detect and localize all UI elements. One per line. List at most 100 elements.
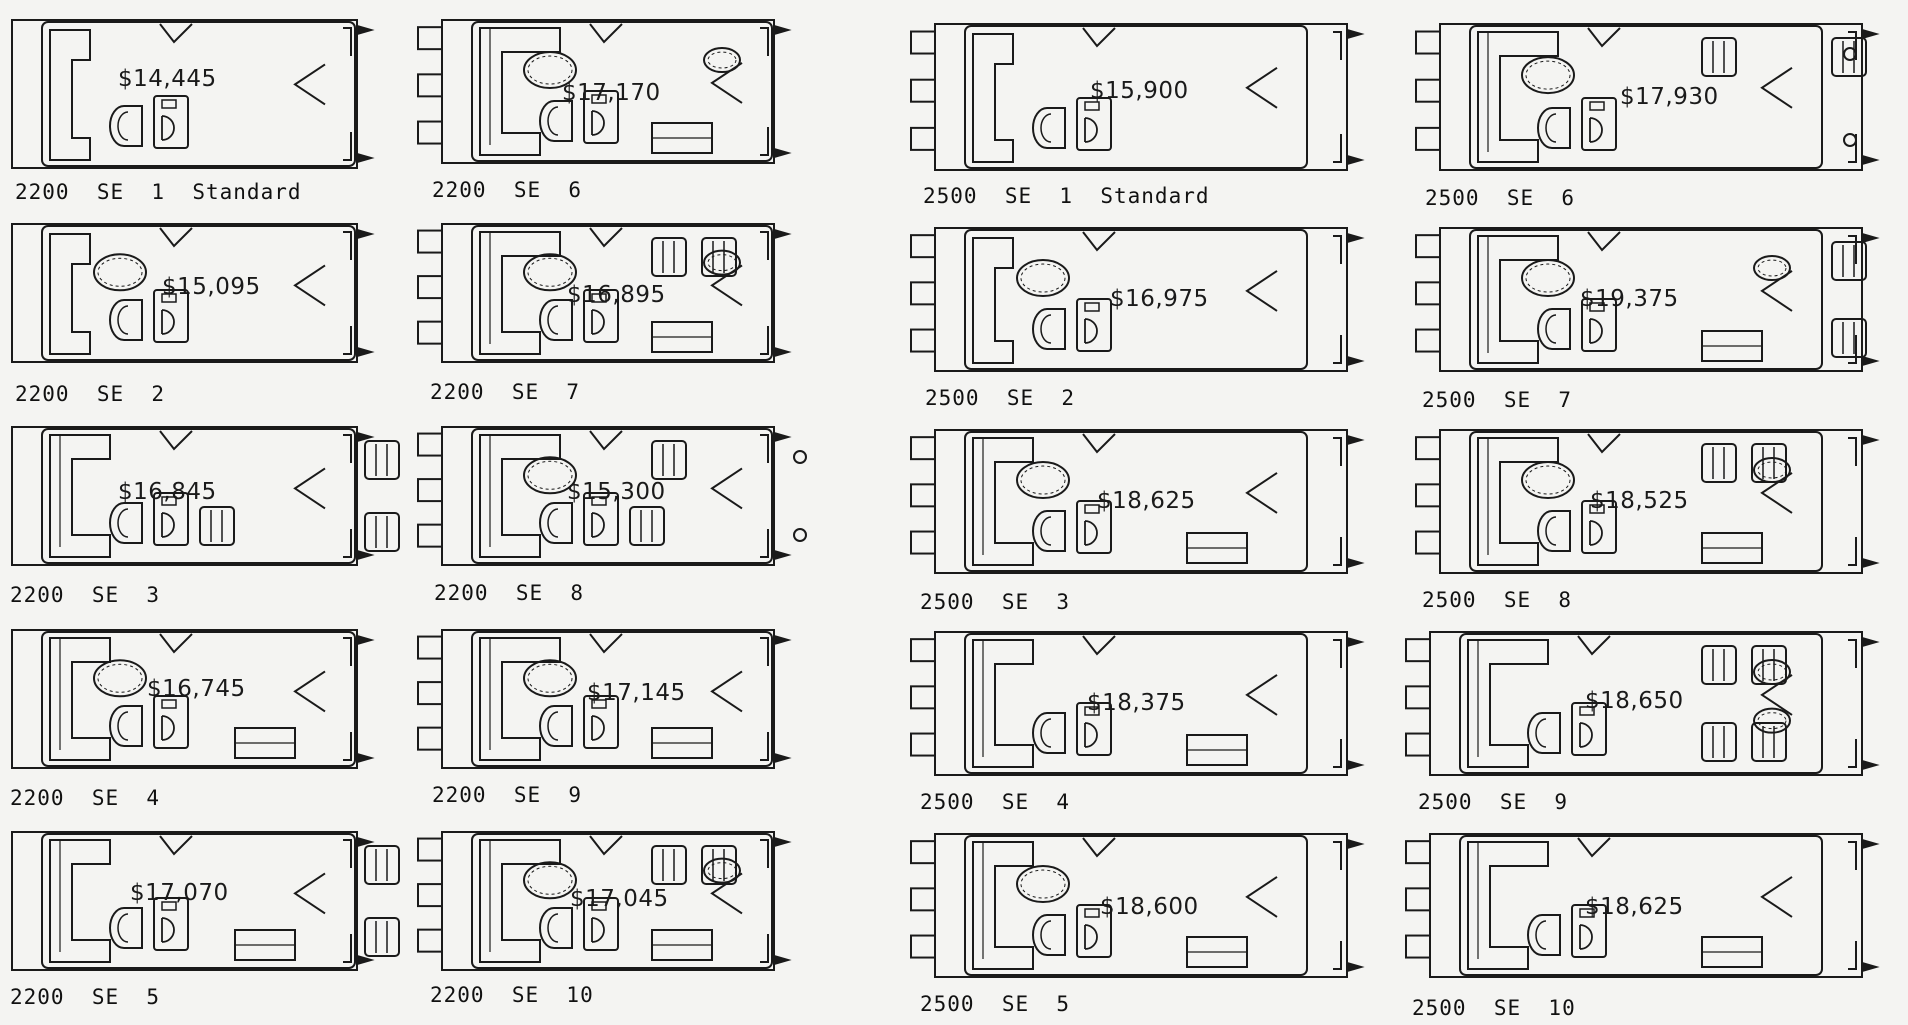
bow-lounge-seat: [972, 841, 1034, 970]
boat-floor-plan-drawing: [417, 629, 792, 769]
console-gauge: [1589, 101, 1605, 111]
rear-rail-bracket: [1848, 841, 1857, 870]
boat-floor-plan-drawing: [11, 223, 375, 363]
helm-seat-cushion: [117, 305, 129, 335]
gate-door-icon: [1760, 66, 1793, 109]
console-icon: [1076, 97, 1112, 151]
stern-marker-icon: [1861, 839, 1880, 849]
stern-marker-icon: [773, 148, 792, 158]
pontoon-tab: [1405, 934, 1431, 959]
boat-floor-plan-drawing: [1415, 23, 1880, 171]
plan-card: $18,600 2500 SE 5: [905, 832, 1385, 1025]
pontoon-tab: [910, 436, 936, 461]
rear-rail-bracket: [343, 434, 352, 463]
pontoon-tab: [417, 726, 443, 751]
steering-wheel-icon: [161, 715, 175, 741]
console-icon: [153, 289, 189, 343]
helm-seat-cushion: [117, 111, 129, 141]
steering-wheel-icon: [591, 110, 605, 136]
console-icon: [583, 90, 619, 144]
rear-rail-bracket: [760, 27, 769, 56]
stern-marker-icon: [356, 837, 375, 847]
rear-rail-bracket: [1848, 537, 1857, 566]
stern-marker-icon: [356, 347, 375, 357]
gate-door-icon: [1760, 270, 1793, 312]
helm-seat-cushion: [1545, 113, 1557, 143]
table-edge: [1757, 712, 1787, 730]
pontoon-tab: [417, 928, 443, 953]
stern-marker-icon: [1861, 233, 1880, 243]
stern-marker-icon: [1861, 155, 1880, 165]
bow-lounge-seat: [1477, 31, 1559, 163]
stern-marker-icon: [1346, 435, 1365, 445]
stern-marker-icon: [1861, 356, 1880, 366]
deck-fence: [41, 428, 356, 564]
rear-rail-bracket: [760, 637, 769, 666]
console-icon: [153, 695, 189, 749]
rear-rail-bracket: [1333, 941, 1342, 970]
table-edge: [97, 663, 143, 693]
helm-seat-cushion: [547, 913, 559, 943]
rear-rail-bracket: [1848, 739, 1857, 768]
stern-marker-icon: [773, 25, 792, 35]
deck-fence: [1469, 431, 1823, 572]
helm-seat-icon: [1032, 308, 1066, 350]
plan-label: 2500 SE 9: [1418, 790, 1569, 814]
gate-door-icon: [293, 467, 326, 510]
rear-rail-bracket: [343, 132, 352, 161]
plan-price: $15,300: [567, 479, 666, 505]
pontoon-tab: [417, 478, 443, 503]
pontoon-tab: [417, 275, 443, 300]
console-gauge: [591, 94, 607, 104]
pontoon-tab: [1415, 126, 1441, 151]
stern-marker-icon: [1346, 155, 1365, 165]
plan-card: $17,170 2200 SE 6: [412, 18, 812, 223]
table-edge: [707, 862, 737, 880]
gate-door-icon: [1245, 270, 1278, 312]
pontoon-tab: [910, 685, 936, 710]
plan-price: $17,170: [562, 80, 661, 106]
steering-wheel-icon: [591, 917, 605, 943]
console-icon: [1076, 298, 1112, 352]
table-icon: [1016, 865, 1070, 904]
helm-seat-icon: [539, 502, 573, 544]
plan-label: 2500 SE 5: [920, 992, 1071, 1016]
console-gauge: [1084, 504, 1100, 514]
deck-fence: [471, 428, 773, 564]
stern-marker-icon: [773, 550, 792, 560]
console-icon: [583, 492, 619, 546]
steering-wheel-icon: [1589, 117, 1603, 143]
stern-marker-icon: [1861, 637, 1880, 647]
boat-floor-plan-drawing: [1405, 833, 1880, 978]
helm-seat-icon: [1032, 107, 1066, 149]
steering-wheel-icon: [1084, 117, 1098, 143]
bow-lounge-seat: [479, 637, 561, 761]
rear-rail-bracket: [343, 839, 352, 868]
chair-icon: [1701, 645, 1737, 685]
pontoon-tab: [910, 281, 936, 306]
rear-rail-bracket: [1333, 235, 1342, 264]
table-edge: [1020, 263, 1066, 293]
table-icon: [1753, 659, 1791, 686]
stern-marker-icon: [773, 229, 792, 239]
table-edge: [1757, 663, 1787, 681]
plan-card: $16,975 2500 SE 2: [905, 226, 1385, 431]
console-gauge: [591, 293, 607, 303]
cleat-icon: [1843, 133, 1857, 147]
pontoon-tab: [417, 883, 443, 908]
steering-wheel-icon: [591, 512, 605, 538]
plan-label: 2500 SE 1 Standard: [923, 184, 1210, 208]
helm-seat-icon: [539, 705, 573, 747]
plan-price: $16,975: [1110, 286, 1209, 312]
plan-price: $14,445: [118, 66, 217, 92]
pontoon-tab: [417, 635, 443, 660]
deck-fence: [964, 25, 1308, 169]
boat-floor-plan-drawing: [11, 831, 400, 971]
rear-rail-bracket: [760, 839, 769, 868]
helm-seat-cushion: [547, 106, 559, 136]
plan-label: 2200 SE 2: [15, 382, 166, 406]
table-icon: [703, 249, 741, 276]
helm-seat-icon: [1527, 914, 1561, 956]
pontoon-tab: [910, 840, 936, 865]
